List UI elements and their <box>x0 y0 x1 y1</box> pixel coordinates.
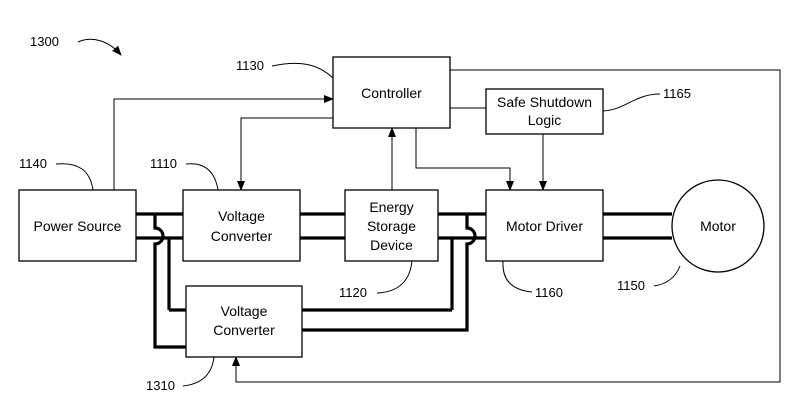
ref-1150: 1150 <box>617 278 645 293</box>
power-source-label: Power Source <box>34 218 122 234</box>
ref-1110: 1110 <box>150 156 177 171</box>
energy-storage-block: Energy Storage Device <box>344 189 439 262</box>
motor-driver-label: Motor Driver <box>506 218 583 234</box>
ref-1140: 1140 <box>19 156 47 171</box>
motor-label: Motor <box>700 218 736 234</box>
energy-storage-label-1: Energy <box>369 199 413 215</box>
safe-shutdown-label-2: Logic <box>528 112 561 128</box>
voltage-converter-1-label-1: Voltage <box>218 208 265 224</box>
ref-1160: 1160 <box>535 285 563 300</box>
figure-ref: 1300 <box>30 34 59 49</box>
motor-driver-block: Motor Driver <box>485 189 604 262</box>
motor-block: Motor <box>671 179 765 273</box>
figure-ref-arrow <box>77 38 122 56</box>
voltage-converter-2-block: Voltage Converter <box>185 285 303 358</box>
signal-lines <box>113 69 781 383</box>
energy-storage-label-2: Storage <box>367 218 416 234</box>
power-source-block: Power Source <box>18 189 137 262</box>
energy-storage-label-3: Device <box>370 237 413 253</box>
ref-1310: 1310 <box>146 378 175 393</box>
safe-shutdown-label-1: Safe Shutdown <box>497 94 592 110</box>
voltage-converter-2-label-1: Voltage <box>221 303 268 319</box>
ref-1130: 1130 <box>236 58 264 73</box>
voltage-converter-1-block: Voltage Converter <box>182 189 301 262</box>
voltage-converter-1-label-2: Converter <box>211 228 273 244</box>
power-bus <box>136 212 672 349</box>
controller-block: Controller <box>332 56 451 129</box>
ref-1120: 1120 <box>339 285 367 300</box>
safe-shutdown-block: Safe Shutdown Logic <box>485 88 604 135</box>
ref-1165: 1165 <box>663 86 691 101</box>
voltage-converter-2-label-2: Converter <box>213 322 275 338</box>
controller-label: Controller <box>361 85 422 101</box>
reference-numerals: 1130 1165 1140 1110 1120 1160 1150 1310 <box>19 58 691 393</box>
